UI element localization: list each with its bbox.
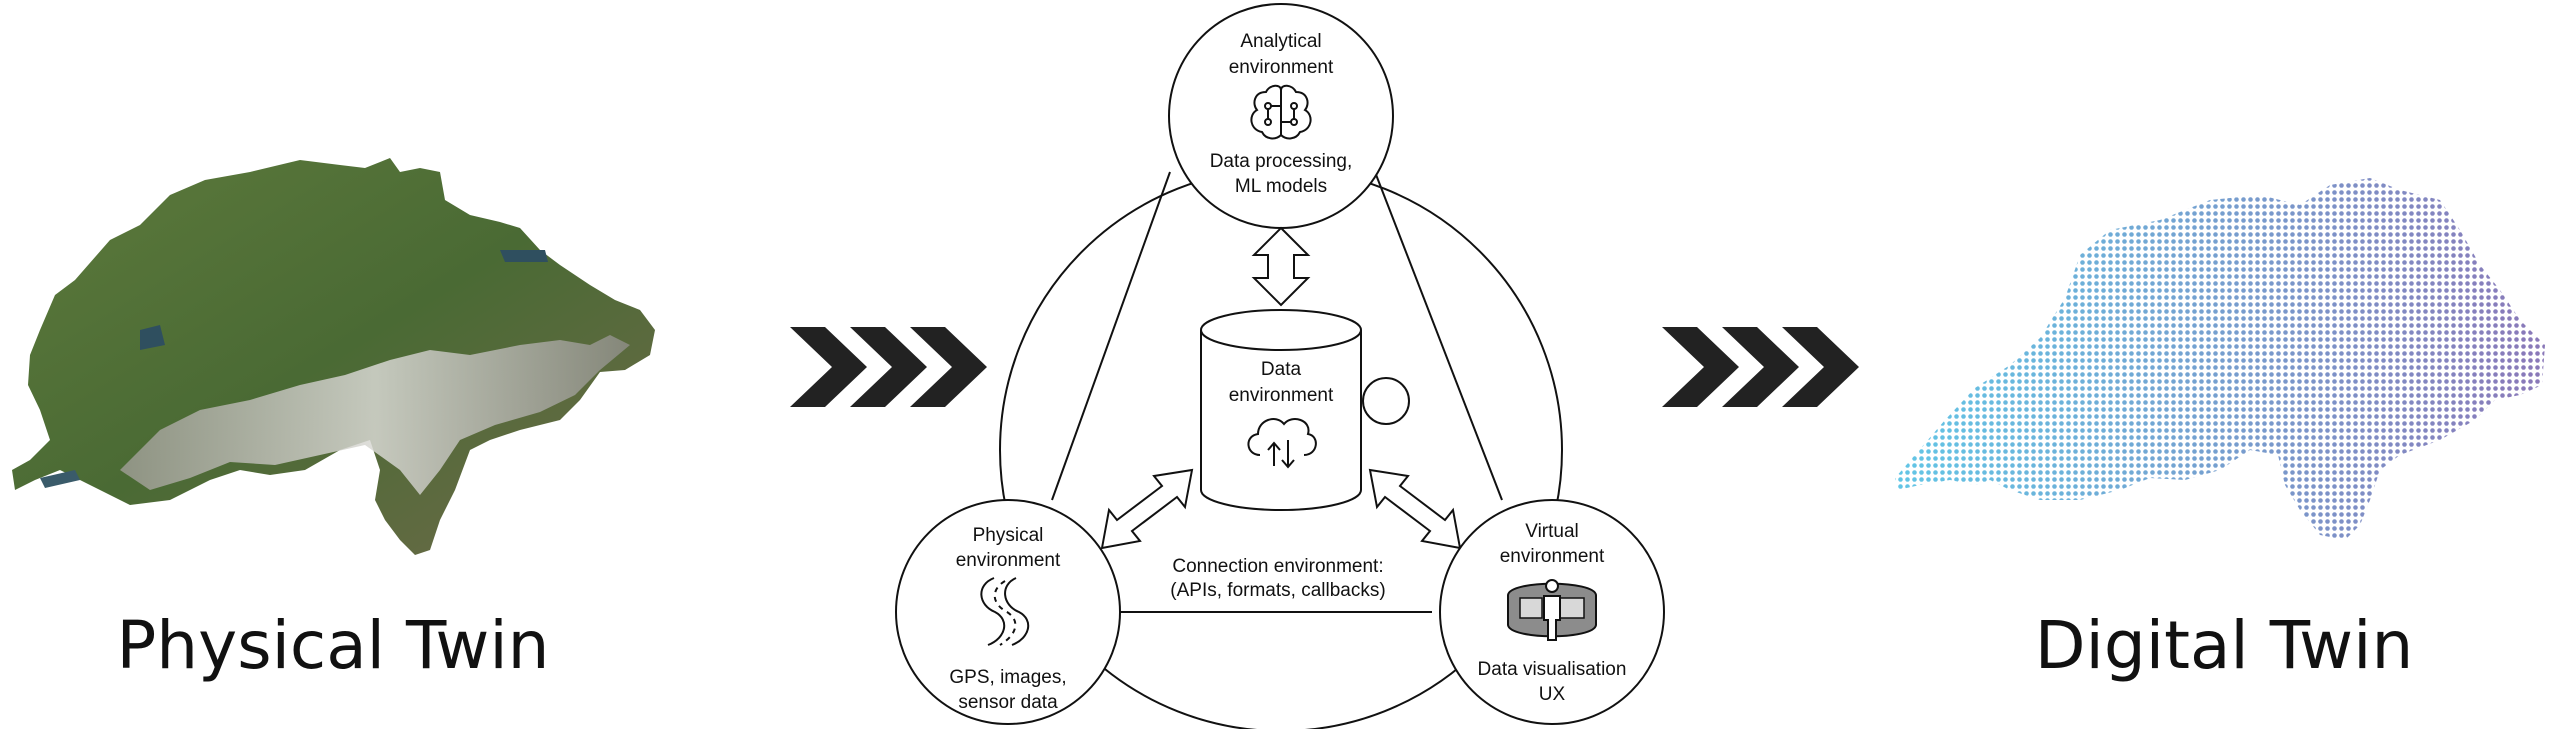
physical-title-1: Physical [973,525,1044,546]
road-icon [980,577,1030,646]
analytical-environment-node: Analytical environment Data processing, … [1168,3,1394,229]
virtual-environment-node: Virtual environment Data visualisation U… [1439,499,1665,725]
virtual-title-1: Virtual [1525,521,1579,542]
data-title-2: environment [1229,385,1334,406]
analytical-desc-2: ML models [1235,176,1327,197]
digital-twin-label: Digital Twin [2035,607,2414,684]
connection-line-1: Connection environment: [1172,556,1383,577]
virtual-desc-1: Data visualisation [1478,659,1627,680]
physical-twin-label: Physical Twin [117,607,550,684]
virtual-desc-2: UX [1539,684,1566,705]
physical-desc-2: sensor data [958,692,1058,713]
physical-environment-node: Physical environment GPS, images, sensor… [895,499,1121,725]
analytical-title-2: environment [1229,57,1334,78]
vr-person-icon [1507,579,1597,641]
virtual-title-2: environment [1500,546,1605,567]
digital-twin-dot-map [1895,178,2545,540]
brain-circuit-icon [1250,84,1312,140]
double-arrow-data-physical [1100,468,1194,550]
data-title-1: Data [1261,359,1302,380]
physical-twin-map [12,158,655,555]
analytical-title-1: Analytical [1240,31,1321,52]
double-arrow-analytical-data [1251,226,1311,307]
arrow-right-chevrons-left [790,327,987,407]
cloud-sync-icon [1247,418,1317,469]
data-environment-node: Data environment [1200,309,1410,511]
arrow-right-chevrons-right [1662,327,1859,407]
physical-title-2: environment [956,550,1061,571]
physical-desc-1: GPS, images, [949,667,1066,688]
analytical-desc-1: Data processing, [1210,151,1353,172]
environments-diagram: Analytical environment Data processing, … [895,3,1665,729]
double-arrow-data-virtual [1368,468,1462,550]
connection-line-2: (APIs, formats, callbacks) [1170,580,1385,601]
